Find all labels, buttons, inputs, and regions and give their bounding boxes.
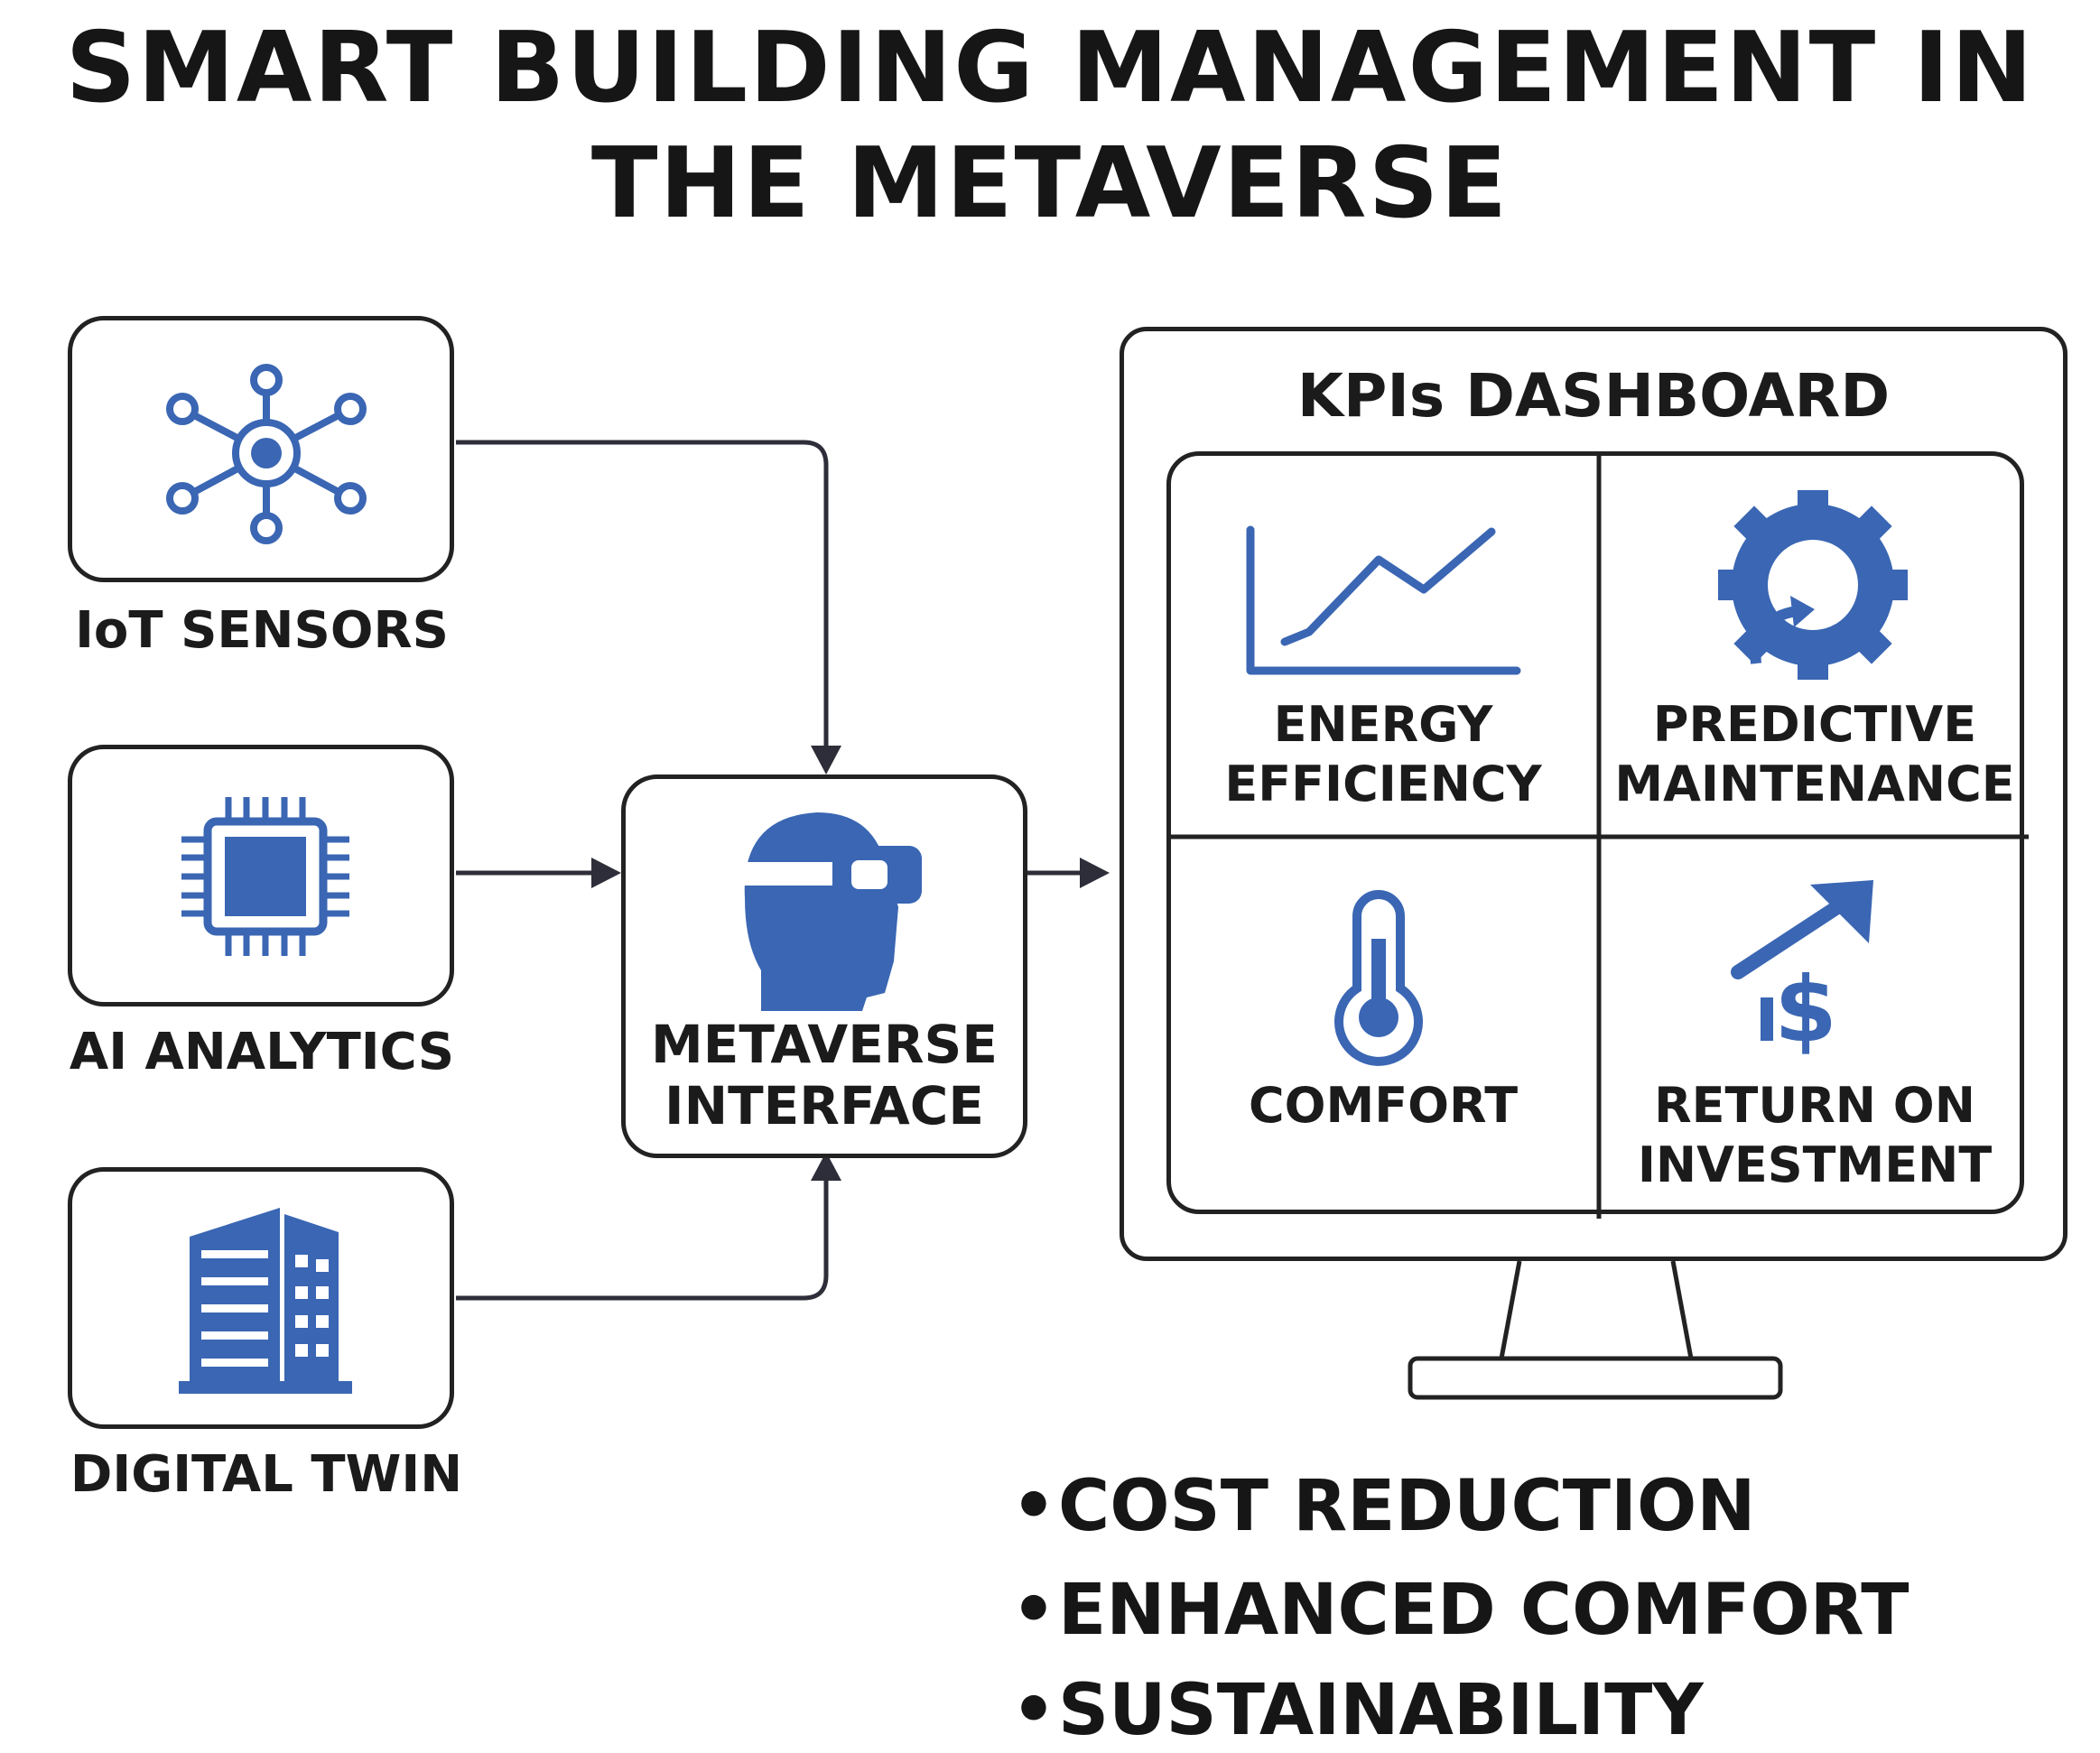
hub-label-line-2: INTERFACE [664, 1075, 984, 1136]
kpi-maintenance-line-1: PREDICTIVE [1652, 696, 1977, 753]
kpi-energy-line-2: EFFICIENCY [1224, 756, 1542, 812]
arrowhead-iot [811, 746, 841, 774]
benefit-text: COST REDUCTION [1058, 1466, 1756, 1547]
benefit-text: SUSTAINABILITY [1058, 1670, 1704, 1751]
title-line-2: THE METAVERSE [590, 127, 1510, 240]
kpi-grid: ENERGY EFFICIENCY PREDICTIVE MAINTENANCE [1166, 451, 2029, 1219]
metaverse-interface-box: METAVERSE INTERFACE [621, 774, 1027, 1158]
vr-headset-head-icon [738, 812, 922, 1011]
line-chart-icon [1246, 525, 1521, 675]
building-icon [179, 1208, 352, 1394]
arrow-iot-to-hub [456, 440, 829, 749]
arrow-twin-to-hub [456, 1178, 829, 1301]
kpi-roi-line-2: INVESTMENT [1637, 1136, 1993, 1193]
kpi-comfort-line-1: COMFORT [1248, 1077, 1519, 1134]
title-line-1: SMART BUILDING MANAGEMENT IN [65, 12, 2035, 125]
thermometer-icon [1334, 890, 1423, 1066]
network-nodes-icon [166, 364, 367, 544]
gear-cycle-icon [1718, 490, 1908, 680]
kpi-energy-line-1: ENERGY [1273, 696, 1493, 753]
cpu-chip-icon [181, 797, 349, 956]
arrowhead-dashboard [1080, 858, 1110, 888]
arrowhead-ai [591, 858, 621, 888]
benefit-item: •SUSTAINABILITY [1011, 1670, 1704, 1751]
dashboard-title: KPIs DASHBOARD [1296, 361, 1891, 431]
kpi-roi-line-1: RETURN ON [1654, 1077, 1975, 1134]
benefit-item: •COST REDUCTION [1011, 1466, 1756, 1547]
svg-text:$: $ [1774, 957, 1837, 1062]
kpi-maintenance-line-2: MAINTENANCE [1614, 756, 2015, 812]
ai-analytics-box [68, 745, 454, 1006]
ai-analytics-label: AI ANALYTICS [69, 1023, 455, 1081]
benefit-item: •ENHANCED COMFORT [1011, 1570, 1910, 1651]
digital-twin-label: DIGITAL TWIN [70, 1445, 463, 1504]
benefit-text: ENHANCED COMFORT [1058, 1570, 1910, 1651]
digital-twin-box [68, 1167, 454, 1429]
hub-label-line-1: METAVERSE [651, 1014, 998, 1075]
iot-sensors-label: IoT SENSORS [75, 601, 449, 660]
iot-sensors-box [68, 316, 454, 582]
arrowhead-twin [811, 1152, 841, 1181]
kpi-grid-dividers [1171, 456, 2029, 1219]
dollar-growth-icon: $ [1731, 880, 1873, 1062]
